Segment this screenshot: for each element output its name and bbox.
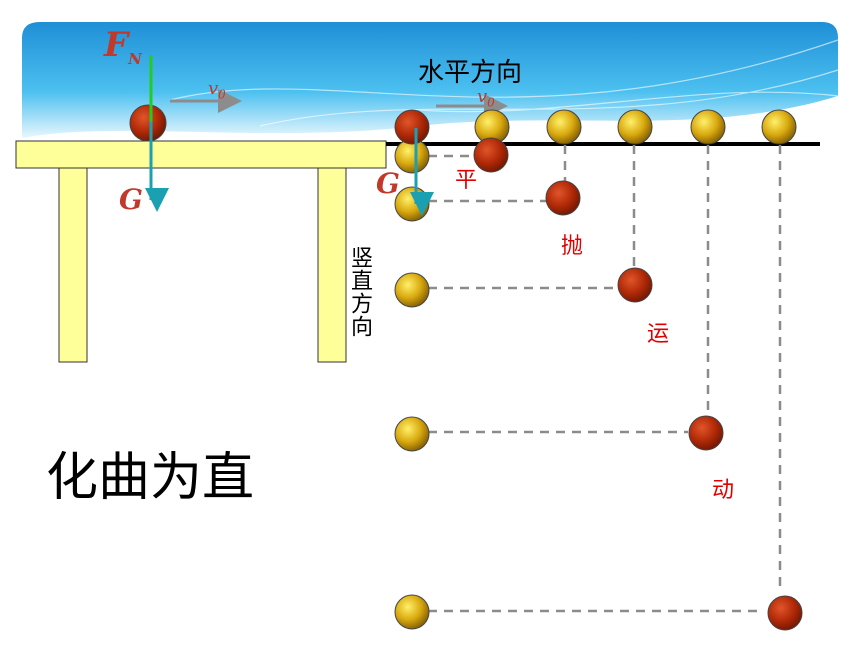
- projectile-char-1: 平: [455, 168, 478, 193]
- velocity-label-left: v0: [208, 78, 226, 102]
- projectile-ball: [473, 137, 509, 173]
- horizontal-ball: [617, 109, 653, 145]
- dashed-guides: [428, 145, 782, 613]
- table-top: [15, 140, 387, 169]
- vertical-direction-label: 竖直方向: [347, 246, 372, 338]
- table-leg-right: [317, 167, 347, 363]
- vertical-ball: [394, 416, 430, 452]
- horizontal-ball: [546, 109, 582, 145]
- projectile-ball: [394, 109, 430, 145]
- normal-force-label: FN: [104, 25, 142, 68]
- projectile-char-2: 抛: [561, 234, 584, 259]
- horizontal-direction-label: 水平方向: [418, 58, 523, 88]
- projectile-char-3: 运: [647, 322, 670, 347]
- projectile-ball: [545, 180, 581, 216]
- projectile-char-4: 动: [712, 478, 735, 503]
- projectile-ball: [767, 595, 803, 631]
- projectile-ball: [688, 415, 724, 451]
- vertical-ball: [394, 594, 430, 630]
- ball-on-table: [129, 104, 167, 142]
- vertical-ball: [394, 272, 430, 308]
- velocity-label-right: v0: [477, 86, 495, 110]
- vertical-ball: [394, 186, 430, 222]
- projectile-ball: [617, 267, 653, 303]
- gravity-label-right: G: [376, 167, 400, 200]
- horizontal-ball: [690, 109, 726, 145]
- gravity-label-left: G: [119, 183, 143, 216]
- table-leg-left: [58, 167, 88, 363]
- slogan-text: 化曲为直: [46, 448, 255, 508]
- horizontal-ball: [761, 109, 797, 145]
